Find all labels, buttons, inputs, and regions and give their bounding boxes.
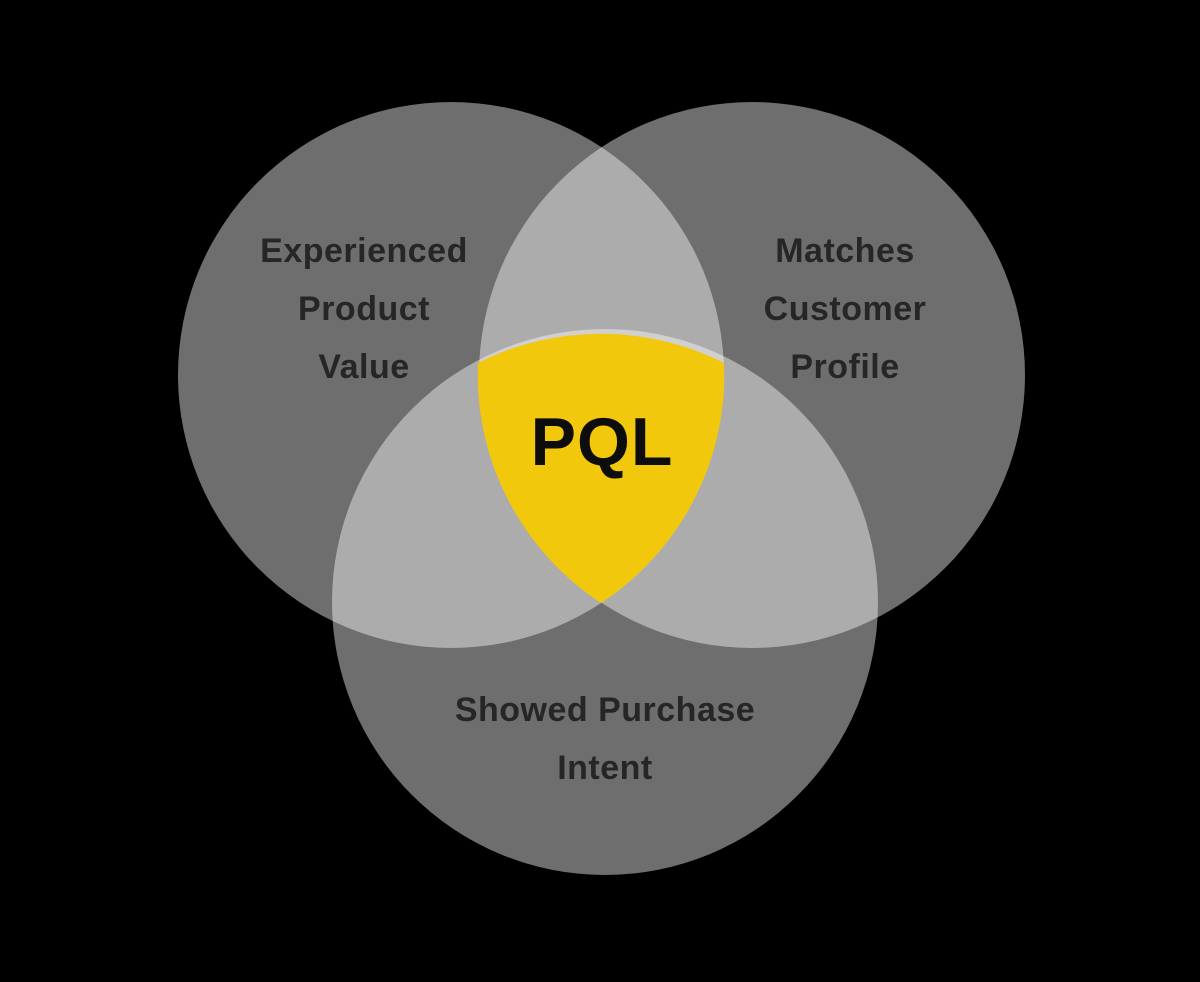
pql-intersection-shape [477,333,725,603]
pql-intersection-label: PQL [530,404,674,480]
set-label-matches-customer-profile: Matches Customer Profile [763,232,927,386]
set-label-showed-purchase-intent: Showed Purchase Intent [454,691,756,787]
set-label-experienced-product-value: Experienced Product Value [260,232,468,386]
circle-showed-purchase-intent [332,329,878,875]
